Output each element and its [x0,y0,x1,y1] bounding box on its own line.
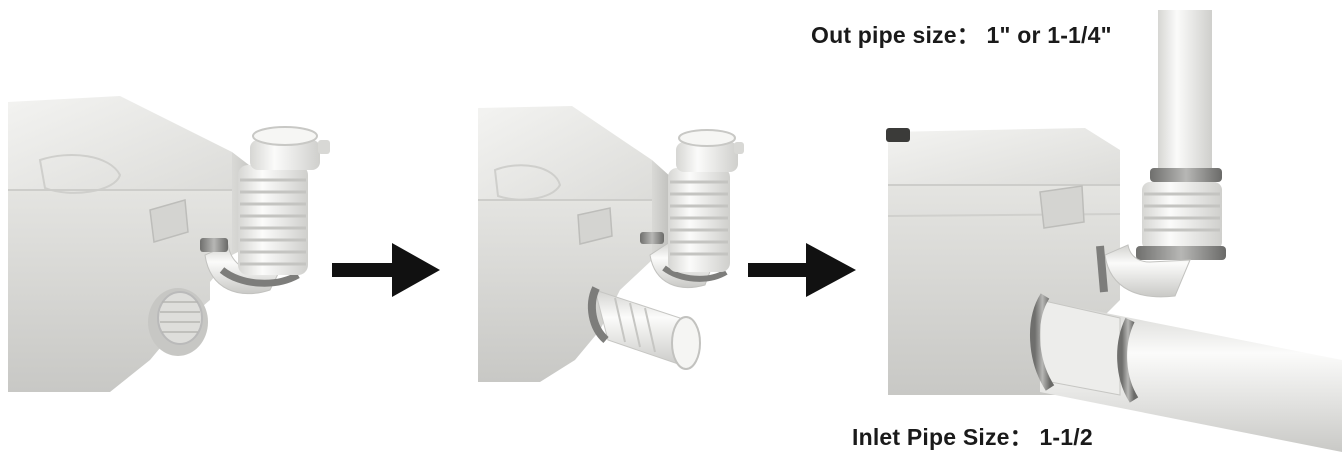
step-2-unit-with-inlet-adapter [478,106,744,382]
arrow-right-icon [332,243,440,297]
step-3-unit-with-pipes-connected [886,10,1342,452]
out-pipe-size-label: Out pipe size： 1" or 1-1/4" [811,22,1112,48]
inlet-pipe-size-label: Inlet Pipe Size： 1-1/2 [852,424,1093,450]
arrow-right-icon [748,243,856,297]
step-1-unit-with-bellows-outlet [8,96,330,392]
